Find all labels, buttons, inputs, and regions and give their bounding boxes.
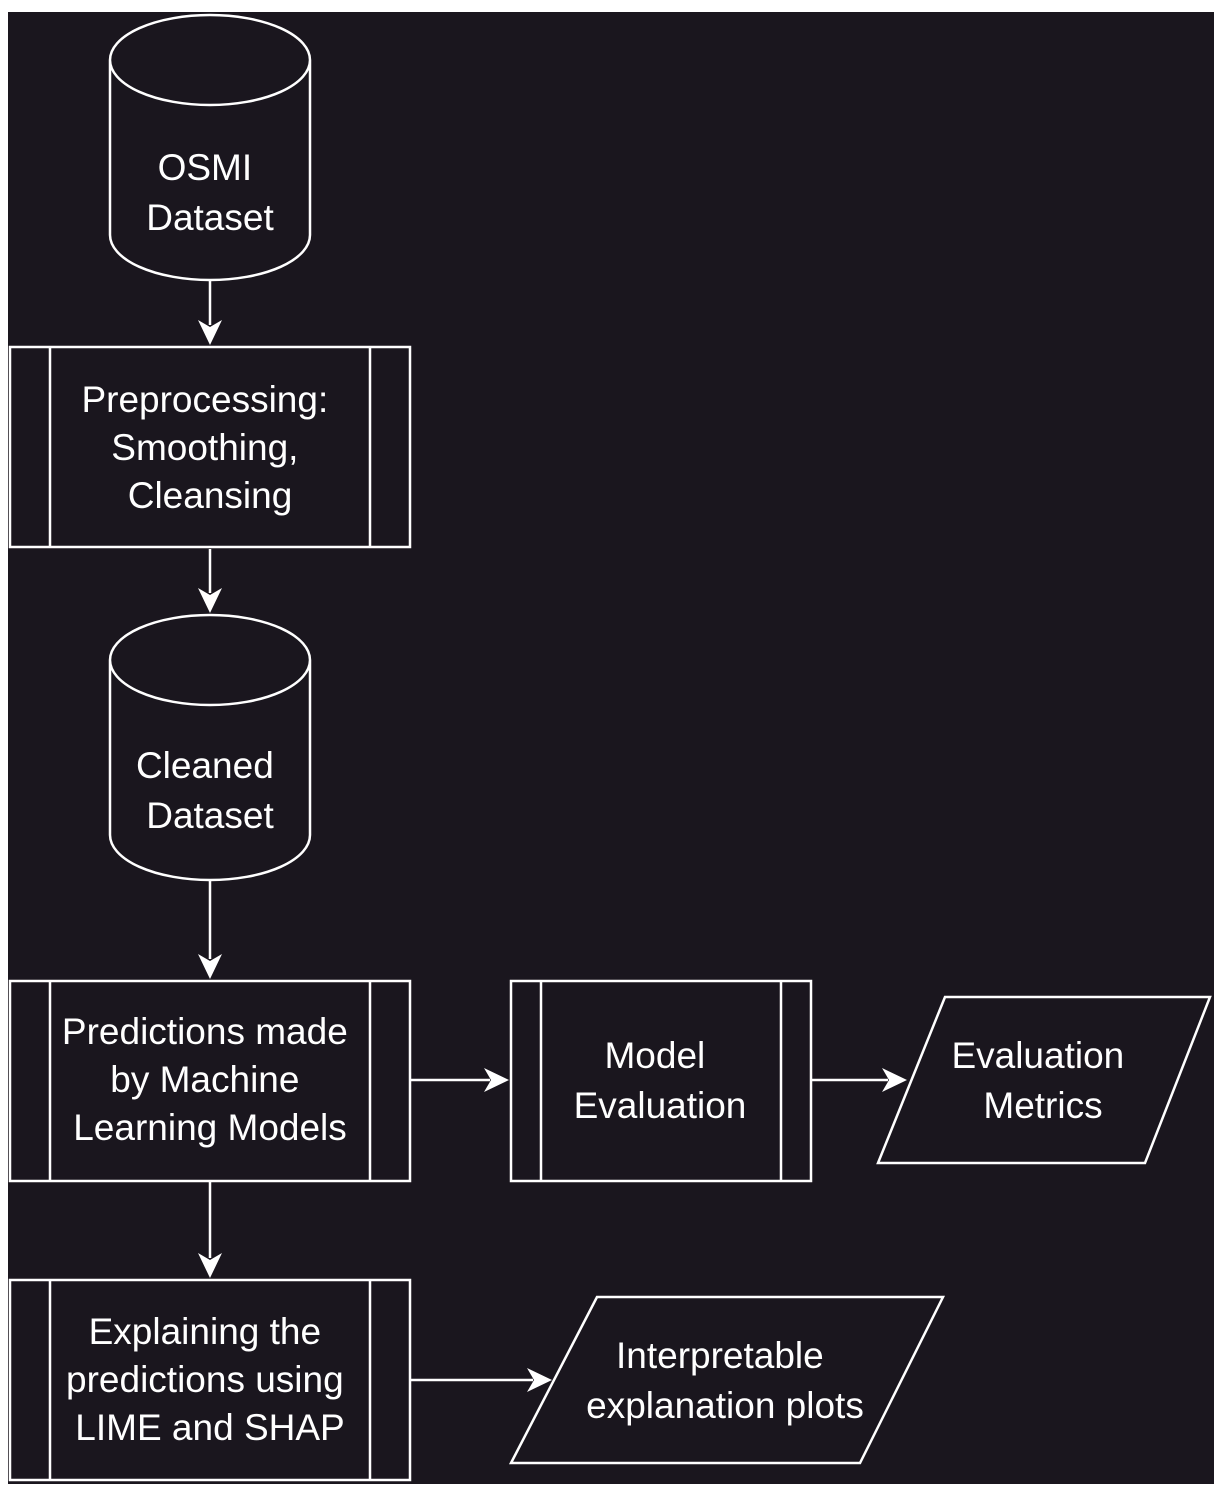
node-label-line: Learning Models xyxy=(73,1107,347,1148)
arrowhead-icon xyxy=(198,588,222,613)
database-cylinder-shape xyxy=(108,13,312,282)
node-predictions-label: Predictions made by Machine Learning Mod… xyxy=(62,1011,358,1148)
node-label-line: Model xyxy=(604,1035,705,1076)
arrowhead-icon xyxy=(882,1068,907,1092)
arrowhead-icon xyxy=(198,1253,222,1278)
arrowhead-icon xyxy=(198,320,222,345)
node-label-line: Smoothing, xyxy=(111,427,298,468)
edge-cleaned-to-predictions xyxy=(198,880,222,979)
node-label-line: Evaluation xyxy=(574,1085,747,1126)
node-label-line: Dataset xyxy=(146,197,274,238)
node-label-line: Metrics xyxy=(983,1085,1102,1126)
data-parallelogram-shape xyxy=(508,1295,946,1465)
database-cylinder-shape xyxy=(108,613,312,882)
node-label-line: Cleansing xyxy=(128,475,293,516)
node-label-line: predictions using xyxy=(66,1359,344,1400)
node-label-line: by Machine xyxy=(110,1059,299,1100)
node-label-line: Explaining the xyxy=(89,1311,321,1352)
predefined-process-shape xyxy=(8,345,412,549)
node-label-line: explanation plots xyxy=(586,1385,864,1426)
node-preprocessing: Preprocessing: Smoothing, Cleansing xyxy=(8,345,412,549)
edge-predictions-to-model-evaluation xyxy=(411,1068,509,1092)
node-osmi-dataset-label: OSMI Dataset xyxy=(146,147,274,238)
node-evaluation-metrics: Evaluation Metrics xyxy=(876,995,1212,1165)
node-osmi-dataset: OSMI Dataset xyxy=(108,13,312,282)
node-label-line: Predictions made xyxy=(62,1011,348,1052)
arrowhead-icon xyxy=(198,954,222,979)
edge-osmi-to-preprocessing xyxy=(198,280,222,345)
data-parallelogram-shape xyxy=(876,995,1212,1165)
node-interpretable-plots: Interpretable explanation plots xyxy=(508,1295,946,1465)
node-label-line: Interpretable xyxy=(616,1335,824,1376)
node-preprocessing-label: Preprocessing: Smoothing, Cleansing xyxy=(81,379,338,516)
node-cleaned-dataset: Cleaned Dataset xyxy=(108,613,312,882)
node-predictions: Predictions made by Machine Learning Mod… xyxy=(8,979,412,1183)
predefined-process-shape xyxy=(8,1278,412,1482)
edge-predictions-to-explaining xyxy=(198,1182,222,1278)
node-label-line: Cleaned xyxy=(136,745,274,786)
edge-explaining-to-plots xyxy=(411,1368,552,1392)
node-cleaned-dataset-label: Cleaned Dataset xyxy=(136,745,284,836)
predefined-process-shape xyxy=(8,979,412,1183)
arrowhead-icon xyxy=(484,1068,509,1092)
node-explaining-label: Explaining the predictions using LIME an… xyxy=(66,1311,354,1448)
edge-preprocessing-to-cleaned xyxy=(198,549,222,613)
node-label-line: Preprocessing: xyxy=(81,379,328,420)
node-label-line: Evaluation xyxy=(951,1035,1124,1076)
edge-model-evaluation-to-metrics xyxy=(811,1068,907,1092)
node-label-line: OSMI xyxy=(158,147,253,188)
node-model-evaluation: Model Evaluation xyxy=(509,979,813,1183)
node-label-line: Dataset xyxy=(146,795,274,836)
node-label-line: LIME and SHAP xyxy=(75,1407,344,1448)
node-model-evaluation-label: Model Evaluation xyxy=(574,1035,747,1126)
node-explaining: Explaining the predictions using LIME an… xyxy=(8,1278,412,1482)
node-evaluation-metrics-label: Evaluation Metrics xyxy=(951,1035,1134,1126)
arrowhead-icon xyxy=(527,1368,552,1392)
node-interpretable-plots-label: Interpretable explanation plots xyxy=(586,1335,864,1426)
